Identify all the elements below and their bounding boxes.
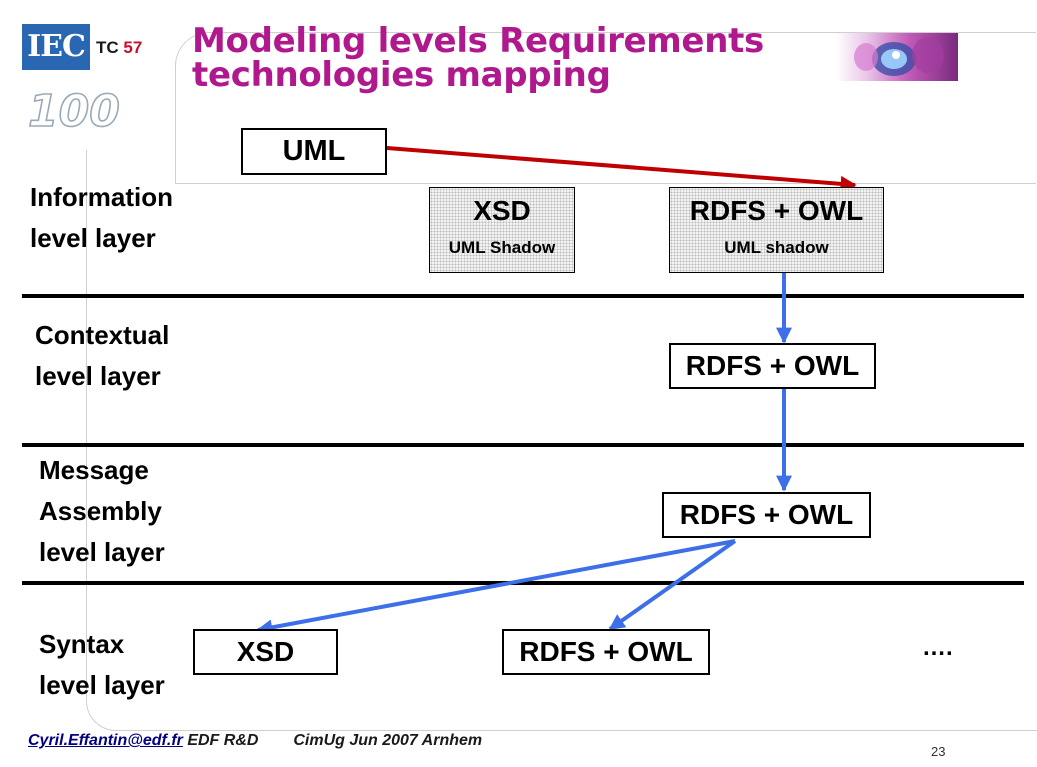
syntax-layer-line-2: level layer — [39, 670, 165, 700]
decorative-frame-top — [175, 32, 1036, 184]
message-layer-label: Message Assembly level layer — [39, 450, 165, 573]
decorative-header-image — [836, 33, 958, 81]
syntax-xsd-box: XSD — [193, 629, 338, 675]
decorative-frame-left — [86, 150, 1037, 731]
message-rdfs-owl-box: RDFS + OWL — [662, 492, 871, 538]
iec-logo-text: IEC — [22, 24, 90, 70]
message-layer-line-2: Assembly — [39, 496, 162, 526]
information-layer-line-1: Information — [30, 182, 173, 212]
tc-prefix: TC — [96, 38, 119, 57]
message-to-syntax-rdfs-arrow — [608, 539, 737, 631]
more-technologies-ellipsis: …. — [922, 634, 953, 661]
page-number: 23 — [931, 744, 946, 759]
tc-number: 57 — [123, 38, 143, 57]
layer-divider-2 — [22, 443, 1024, 447]
tc-label: TC 57 — [96, 38, 142, 58]
syntax-layer-line-1: Syntax — [39, 629, 125, 659]
title-line-2: technologies mapping — [192, 55, 611, 95]
syntax-rdfs-owl-box: RDFS + OWL — [502, 629, 710, 675]
syntax-layer-label: Syntax level layer — [39, 624, 165, 706]
information-rdfs-owl-box: RDFS + OWL UML shadow — [669, 187, 884, 273]
iec-100-logo-mark: 100 — [27, 85, 120, 138]
message-layer-line-3: level layer — [39, 537, 165, 567]
contextual-layer-label: Contextual level layer — [35, 315, 169, 397]
layer-divider-3 — [22, 581, 1024, 585]
information-xsd-box: XSD UML Shadow — [429, 187, 575, 273]
information-rdfs-owl-title: RDFS + OWL — [689, 195, 864, 226]
page-title: Modeling levels Requirements technologie… — [192, 24, 832, 92]
organization-text: EDF R&D — [187, 732, 259, 749]
message-layer-line-1: Message — [39, 455, 149, 485]
uml-box: UML — [241, 128, 387, 175]
information-layer-label: Information level layer — [30, 177, 173, 259]
information-layer-line-2: level layer — [30, 223, 156, 253]
contextual-layer-line-2: level layer — [35, 361, 161, 391]
iec-logo: IEC 100 — [22, 24, 121, 138]
uml-to-rdfs-arrow — [386, 146, 857, 192]
event-text: CimUg Jun 2007 Arnhem — [293, 732, 483, 749]
title-line-1: Modeling levels Requirements — [192, 21, 764, 61]
layer-divider-1 — [22, 294, 1024, 298]
contextual-rdfs-owl-box: RDFS + OWL — [669, 343, 876, 389]
message-to-syntax-xsd-arrow — [256, 539, 736, 636]
information-xsd-title: XSD — [473, 195, 531, 226]
contextual-layer-line-1: Contextual — [35, 320, 170, 350]
author-email-link[interactable]: Cyril.Effantin@edf.fr — [28, 732, 183, 749]
information-xsd-subtitle: UML Shadow — [448, 238, 556, 257]
information-rdfs-owl-subtitle: UML shadow — [724, 238, 829, 257]
footer: Cyril.Effantin@edf.fr EDF R&D CimUg Jun … — [28, 732, 482, 750]
iec-100-text: 100 — [28, 86, 120, 137]
